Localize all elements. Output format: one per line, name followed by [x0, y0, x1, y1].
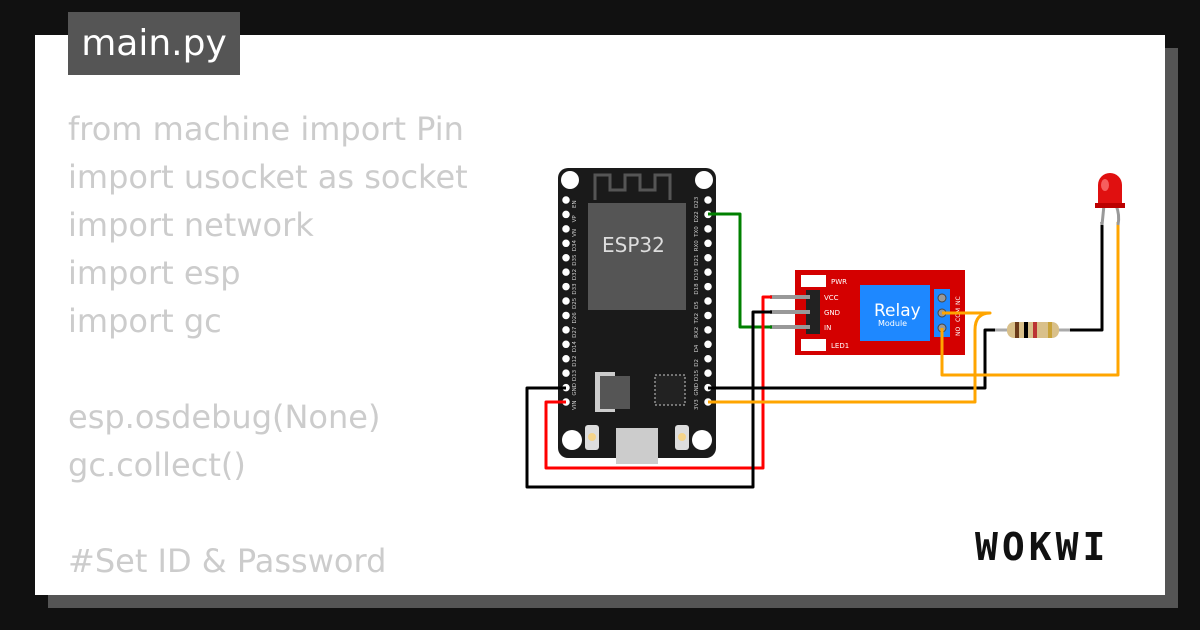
esp32-pin-label: D4: [694, 344, 700, 352]
esp32-pin-tx0[interactable]: [702, 223, 714, 235]
esp32-pin-label: D27: [572, 326, 578, 338]
esp32-pin-label: D22: [694, 211, 700, 222]
relay-module[interactable]: PWR LED1 VCC GND IN Relay Module NO COM NC: [795, 270, 965, 355]
esp32-pin-label: 3V3: [694, 399, 700, 410]
code-line: import gc: [68, 302, 222, 340]
esp32-pin-d2[interactable]: [702, 353, 714, 364]
wire-red: [544, 295, 772, 470]
esp32-pin-label: D32: [572, 269, 578, 280]
esp32-pin-d14[interactable]: [560, 339, 572, 350]
relay-pin-label: VCC: [824, 294, 839, 302]
esp32-board[interactable]: ESP32 ENVPVND34D35D32D33D25D26D27D14D12D…: [558, 168, 716, 464]
wire-black-gnd: [525, 310, 772, 489]
code-line: gc.collect(): [68, 446, 246, 484]
esp32-pin-d4[interactable]: [702, 339, 714, 350]
code-line: #Set ID & Password: [68, 542, 387, 580]
resistor[interactable]: [995, 322, 1070, 338]
code-line: esp.osdebug(None): [68, 398, 381, 436]
esp32-pin-label: TX2: [694, 313, 700, 325]
relay-led-label: LED1: [831, 342, 849, 350]
code-preview: from machine import Pin import usocket as…: [68, 105, 468, 585]
esp32-pin-tx2[interactable]: [702, 310, 714, 321]
esp32-pin-d26[interactable]: [560, 310, 572, 321]
esp32-pin-label: D34: [572, 240, 578, 252]
esp32-pin-vn[interactable]: [560, 223, 572, 235]
esp32-pin-label: D5: [694, 301, 700, 309]
esp32-pin-label: EN: [572, 200, 578, 208]
relay-title: Relay: [874, 301, 921, 321]
esp32-pin-d32[interactable]: [560, 266, 572, 278]
esp32-pin-label: D15: [694, 369, 700, 381]
esp32-pin-label: D12: [572, 355, 578, 366]
esp32-label: ESP32: [602, 233, 665, 257]
esp32-pin-rx0[interactable]: [702, 238, 714, 249]
esp32-pin-label: D19: [694, 268, 700, 280]
esp32-pin-rx2[interactable]: [702, 324, 714, 336]
wire-orange-no: [940, 222, 1120, 377]
esp32-pin-vp[interactable]: [560, 209, 572, 220]
esp32-pin-d33[interactable]: [560, 281, 572, 292]
esp32-pin-label: D26: [572, 312, 578, 324]
code-line: import network: [68, 206, 314, 244]
relay-pin-label: IN: [824, 324, 831, 332]
terminal-label: COM: [955, 308, 962, 322]
wire-black-led: [708, 222, 1104, 390]
relay-led-label: PWR: [831, 278, 847, 286]
esp32-pin-label: VP: [572, 215, 578, 223]
esp32-pin-label: RX0: [694, 240, 700, 252]
esp32-pin-d21[interactable]: [702, 252, 714, 263]
circuit-diagram: ESP32 ENVPVND34D35D32D33D25D26D27D14D12D…: [525, 168, 1125, 489]
code-line: import esp: [68, 254, 241, 292]
code-line: import usocket as socket: [68, 158, 468, 196]
terminal-label: NC: [955, 296, 962, 305]
antenna-icon: [593, 173, 672, 200]
wire-green: [708, 212, 772, 329]
esp32-pin-label: D33: [572, 283, 578, 295]
esp32-pin-label: D14: [572, 341, 578, 353]
esp32-pin-d35[interactable]: [560, 252, 572, 263]
relay-header-pins: [770, 295, 810, 329]
esp32-pin-d27[interactable]: [560, 324, 572, 336]
esp32-pin-d23[interactable]: [702, 194, 714, 206]
terminal-label: NO: [955, 327, 962, 336]
file-tab[interactable]: main.py: [68, 12, 240, 75]
esp32-pin-en[interactable]: [560, 194, 572, 206]
esp32-pin-label: D13: [572, 369, 578, 381]
esp32-pin-label: TX0: [694, 226, 700, 238]
esp32-pin-d34[interactable]: [560, 238, 572, 249]
esp32-pin-label: GND: [572, 383, 578, 396]
esp32-pin-label: D35: [572, 254, 578, 266]
esp32-pin-d19[interactable]: [702, 266, 714, 278]
esp32-pin-label: D18: [694, 283, 700, 295]
esp32-pin-d5[interactable]: [702, 295, 714, 307]
led-red[interactable]: [1095, 173, 1125, 226]
esp32-pin-label: GND: [694, 383, 700, 396]
esp32-pin-d25[interactable]: [560, 295, 572, 307]
esp32-pin-label: VN: [572, 229, 578, 237]
esp32-pin-label: D21: [694, 254, 700, 265]
esp32-pin-d12[interactable]: [560, 353, 572, 364]
wokwi-logo: WOKWI: [975, 525, 1110, 569]
esp32-pin-label: VIN: [572, 401, 578, 411]
esp32-pin-label: D23: [694, 196, 700, 208]
esp32-pin-label: D25: [572, 297, 578, 309]
relay-subtitle: Module: [878, 319, 907, 328]
esp32-pin-d18[interactable]: [702, 281, 714, 292]
esp32-pin-label: D2: [694, 359, 700, 367]
wire-orange-com: [708, 311, 992, 404]
esp32-pin-d15[interactable]: [702, 367, 714, 379]
esp32-pin-label: RX2: [694, 327, 700, 338]
relay-pin-label: GND: [824, 309, 840, 317]
code-line: from machine import Pin: [68, 110, 464, 148]
esp32-pin-d13[interactable]: [560, 367, 572, 379]
